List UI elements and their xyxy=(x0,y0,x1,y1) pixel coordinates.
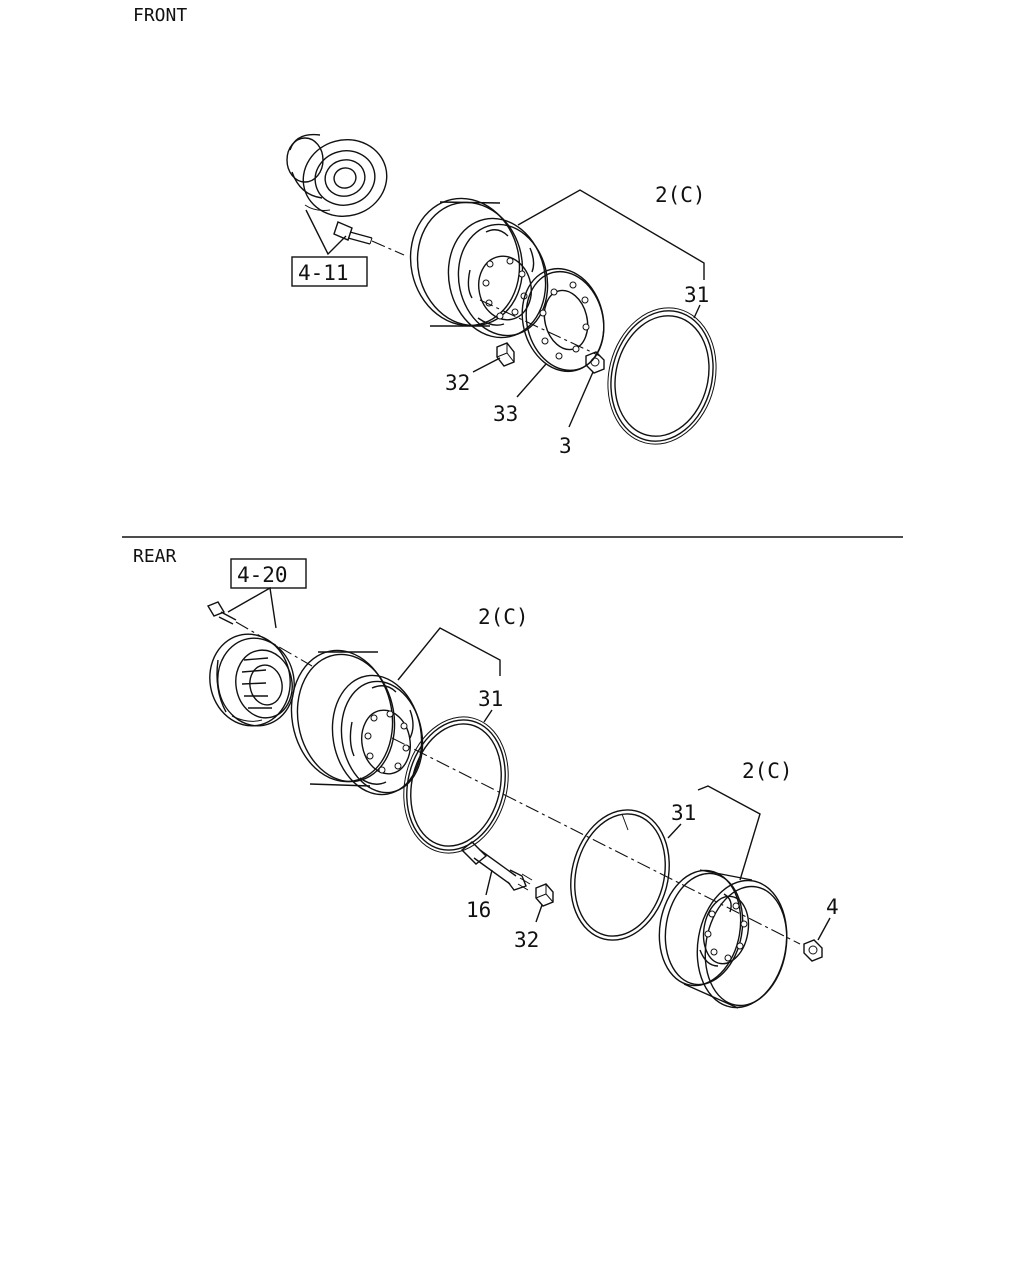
front-callout-wheel: 2(C) xyxy=(655,183,706,207)
rear-callout-nut: 4 xyxy=(826,895,839,919)
front-ref-box-label: 4-11 xyxy=(298,261,349,285)
rear-hub xyxy=(209,633,295,727)
front-nut-leader xyxy=(568,371,594,428)
rear-outer-ring xyxy=(570,809,670,941)
front-ref-box[interactable]: 4-11 xyxy=(291,256,368,287)
front-hub xyxy=(286,133,388,217)
rear-outer-wheel xyxy=(658,869,788,1009)
rear-outer-wheel-bracket xyxy=(697,785,761,881)
front-plate-leader xyxy=(516,363,547,398)
rear-axis-line xyxy=(391,737,801,945)
front-callout-plate: 33 xyxy=(493,402,518,426)
rear-inner-wheel xyxy=(290,649,424,796)
rear-callout-stud: 16 xyxy=(466,898,491,922)
front-nut-cap xyxy=(496,342,515,367)
rear-nut-cap-leader xyxy=(535,904,543,923)
front-section-title: FRONT xyxy=(133,5,187,26)
rear-callout-outer-ring: 31 xyxy=(671,801,696,825)
rear-callout-inner-ring: 31 xyxy=(478,687,503,711)
rear-inner-wheel-bracket xyxy=(397,627,501,681)
rear-ref-box-label: 4-20 xyxy=(237,563,288,587)
rear-nut xyxy=(803,939,823,962)
rear-inner-ring xyxy=(403,716,509,854)
front-ring-leader xyxy=(693,304,701,319)
front-ref-leader xyxy=(305,209,347,256)
front-ring xyxy=(607,307,717,445)
rear-stud-leader xyxy=(485,869,493,896)
front-wheel xyxy=(409,197,549,339)
rear-ref-leader xyxy=(227,586,277,629)
front-axis-line xyxy=(479,299,601,357)
rear-nut-leader xyxy=(817,917,831,941)
rear-nut-cap xyxy=(535,883,554,907)
front-hub-bolt xyxy=(333,221,405,256)
front-nut-cap-leader xyxy=(472,357,501,373)
rear-ref-box[interactable]: 4-20 xyxy=(230,558,307,589)
rear-callout-nut-cap: 32 xyxy=(514,928,539,952)
front-callout-ring: 31 xyxy=(684,283,709,307)
front-nut xyxy=(585,351,605,374)
front-plate xyxy=(521,267,605,373)
front-wheel-bracket xyxy=(517,189,705,280)
rear-stud-bolt xyxy=(460,841,533,891)
front-callout-nut-cap: 32 xyxy=(445,371,470,395)
front-callout-nut: 3 xyxy=(559,434,572,458)
rear-callout-inner-wheel: 2(C) xyxy=(478,605,529,629)
rear-inner-ring-leader xyxy=(483,709,493,723)
rear-callout-outer-wheel: 2(C) xyxy=(742,759,793,783)
rear-section-title: REAR xyxy=(133,546,177,567)
rear-outer-ring-leader xyxy=(667,823,682,839)
